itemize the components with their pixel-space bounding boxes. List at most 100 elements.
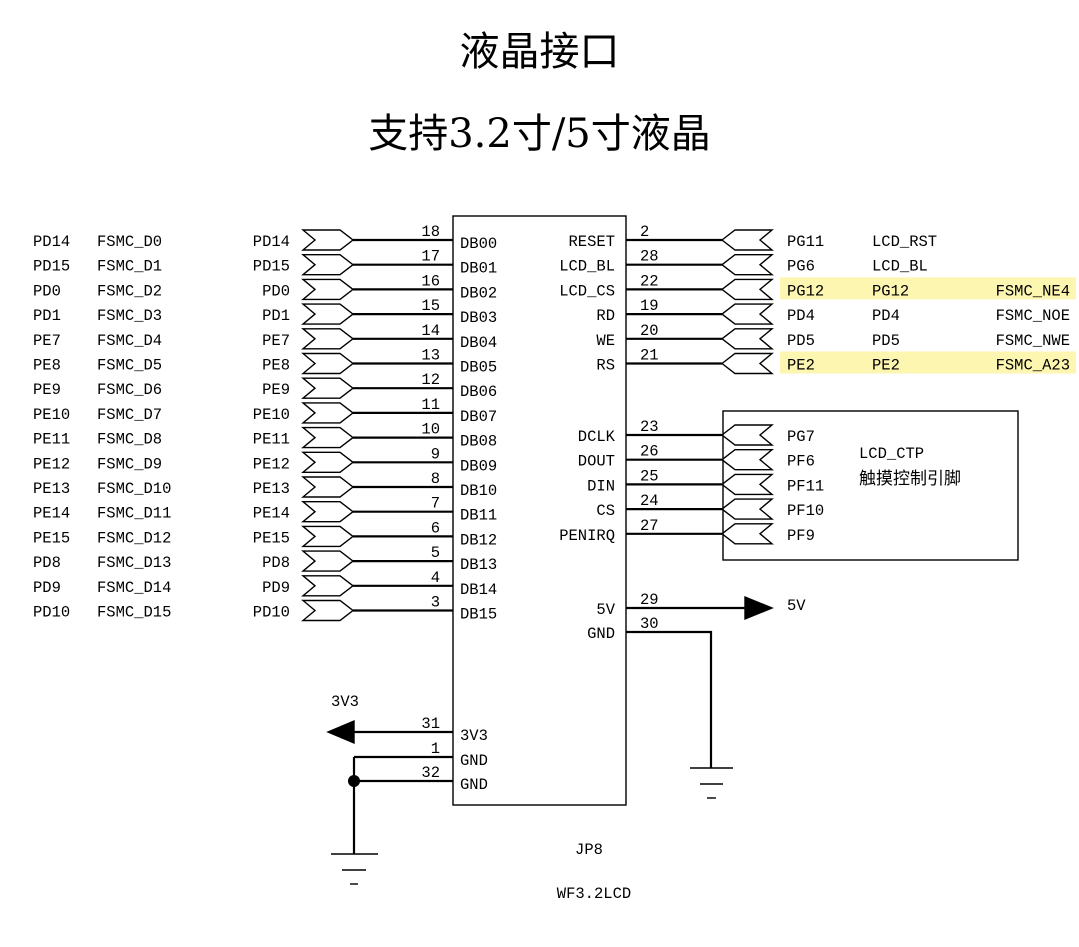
right-net-label: PG11: [787, 233, 824, 251]
right-net-flag: [720, 328, 774, 350]
left-port-label: PE9: [33, 381, 61, 399]
right-func-label: PG12: [872, 282, 909, 300]
left-fsmc-label: FSMC_D15: [97, 604, 171, 622]
left-net-flag: [301, 451, 355, 473]
right-func-label: PE2: [872, 357, 900, 375]
touch-net-flag: [720, 424, 774, 446]
touch-net-flag: [720, 523, 774, 545]
left-port-label: PE13: [33, 480, 70, 498]
left-fsmc-label: FSMC_D14: [97, 579, 171, 597]
left-net-label: PE9: [262, 381, 290, 399]
touch-net-flag: [720, 449, 774, 471]
right-net-flag: [720, 278, 774, 301]
touch-net-label: PF10: [787, 502, 824, 520]
left-net-label: PD9: [262, 579, 290, 597]
left-net-flag: [301, 501, 355, 523]
left-pin-number: 11: [421, 396, 440, 414]
touch-pin-number: 25: [640, 467, 659, 485]
left-net-flag: [301, 426, 355, 449]
left-fsmc-label: FSMC_D9: [97, 455, 162, 473]
pin-number-31: 31: [421, 715, 440, 733]
right-net-label: PD4: [787, 307, 815, 325]
left-net-flag: [301, 377, 355, 399]
left-net-label: PE15: [253, 529, 290, 547]
right-net-label: PD5: [787, 332, 815, 350]
right-fsmc-label: FSMC_NOE: [996, 307, 1070, 325]
wire-gnd: [626, 630, 713, 768]
left-net-label: PE13: [253, 480, 290, 498]
pin-number-32: 32: [421, 764, 440, 782]
left-port-label: PE14: [33, 505, 70, 523]
right-func-label: PD4: [872, 307, 900, 325]
left-pin-label: DB02: [460, 284, 497, 302]
left-fsmc-label: FSMC_D13: [97, 554, 171, 572]
right-net-label: PG12: [787, 282, 824, 300]
pin-label-gnd-1: GND: [460, 752, 488, 770]
left-net-flag: [301, 278, 355, 301]
left-pin-label: DB01: [460, 260, 497, 278]
left-pin-label: DB14: [460, 581, 497, 599]
right-func-label: LCD_RST: [872, 233, 937, 251]
touch-pin-number: 23: [640, 418, 659, 436]
left-pin-number: 9: [431, 445, 440, 463]
left-net-flag: [301, 402, 355, 424]
left-pin-number: 18: [421, 223, 440, 241]
left-pin-number: 17: [421, 248, 440, 266]
pin-label-3v3: 3V3: [460, 727, 488, 745]
left-port-label: PD8: [33, 554, 61, 572]
left-net-flag: [301, 328, 355, 350]
left-fsmc-label: FSMC_D1: [97, 258, 162, 276]
left-net-label: PD10: [253, 604, 290, 622]
left-net-flag: [301, 476, 355, 498]
pin-label-gnd-2: GND: [460, 776, 488, 794]
left-net-flag: [301, 575, 355, 597]
left-pin-label: DB04: [460, 334, 497, 352]
left-port-label: PD14: [33, 233, 70, 251]
left-net-label: PD0: [262, 282, 290, 300]
right-pin-number: 20: [640, 322, 659, 340]
touch-pin-label: DIN: [587, 477, 615, 495]
left-net-flag: [301, 254, 355, 276]
left-net-label: PE12: [253, 455, 290, 473]
left-pin-label: DB15: [460, 606, 497, 624]
left-port-label: PD9: [33, 579, 61, 597]
right-fsmc-label: FSMC_NE4: [996, 282, 1070, 300]
highlight-band: [780, 277, 1076, 300]
touch-pin-number: 26: [640, 443, 659, 461]
right-fsmc-label: FSMC_A23: [996, 357, 1070, 375]
left-fsmc-label: FSMC_D7: [97, 406, 162, 424]
part-label: WF3.2LCD: [557, 885, 631, 903]
touch-net-label: PF6: [787, 453, 815, 471]
left-pin-label: DB11: [460, 507, 497, 525]
left-net-flag: [301, 550, 355, 572]
left-net-label: PE7: [262, 332, 290, 350]
touch-box-desc: 触摸控制引脚: [859, 469, 961, 489]
left-fsmc-label: FSMC_D4: [97, 332, 162, 350]
right-pin-label: LCD_BL: [559, 258, 615, 276]
right-pin-number: 22: [640, 272, 659, 290]
right-func-label: PD5: [872, 332, 900, 350]
left-pin-label: DB13: [460, 556, 497, 574]
left-net-flag: [301, 352, 355, 375]
touch-pin-label: PENIRQ: [559, 527, 615, 545]
touch-net-flag: [720, 473, 774, 496]
power-arrow-5v-icon: [744, 595, 774, 621]
left-pin-number: 12: [421, 371, 440, 389]
designator-label: JP8: [575, 841, 603, 859]
left-fsmc-label: FSMC_D0: [97, 233, 162, 251]
left-net-label: PE8: [262, 357, 290, 375]
right-pin-label: RD: [596, 307, 615, 325]
left-pin-label: DB12: [460, 531, 497, 549]
right-pin-label: RESET: [568, 233, 615, 251]
left-pin-label: DB05: [460, 359, 497, 377]
right-net-label: PG6: [787, 258, 815, 276]
left-net-flag: [301, 229, 355, 251]
left-pin-number: 16: [421, 272, 440, 290]
left-net-label: PE14: [253, 505, 290, 523]
right-net-flag: [720, 229, 774, 251]
left-pin-number: 4: [431, 569, 440, 587]
highlight-band: [780, 351, 1076, 374]
left-port-label: PD0: [33, 282, 61, 300]
right-pin-number: 19: [640, 297, 659, 315]
